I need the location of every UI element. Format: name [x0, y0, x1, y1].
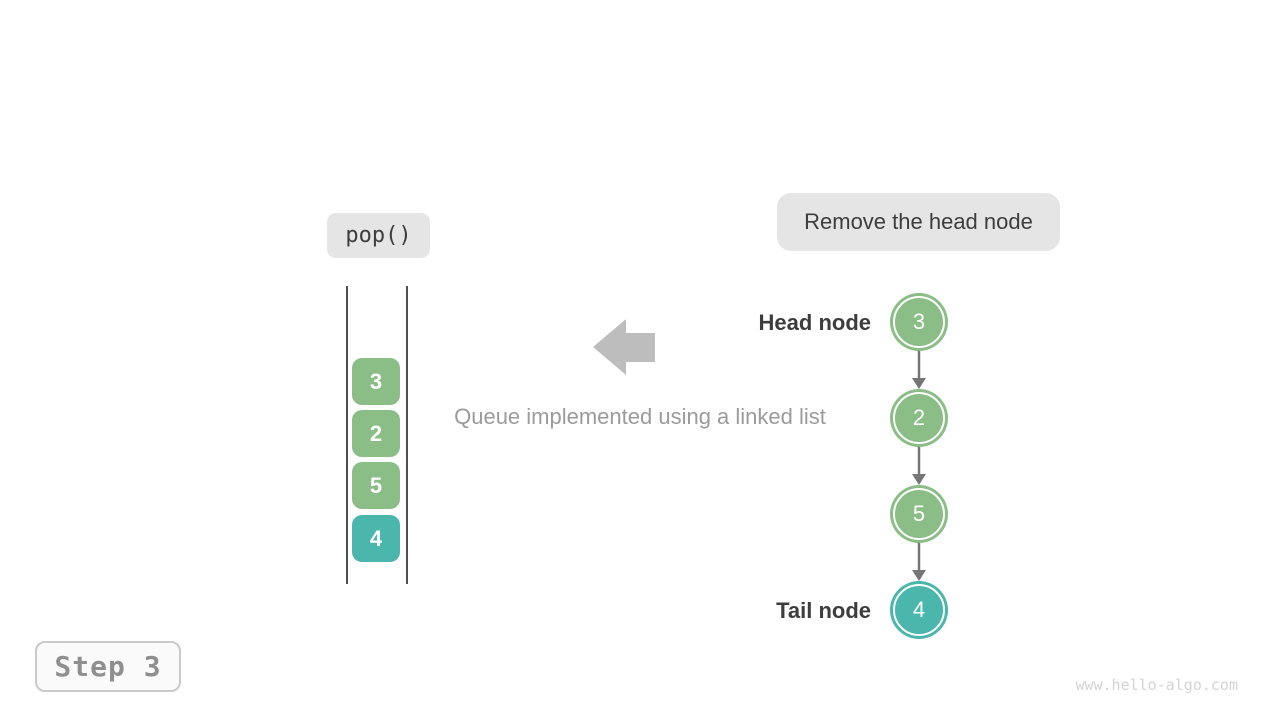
linked-list-arrowhead-icon — [912, 474, 926, 485]
pop-operation-label: pop() — [327, 213, 430, 258]
linked-list-node: 5 — [893, 488, 945, 540]
tail-node-label: Tail node — [776, 598, 871, 623]
linked-list-arrowhead-icon — [912, 378, 926, 389]
pop-direction-arrow-icon — [593, 319, 655, 375]
queue-container-right-wall — [406, 286, 408, 584]
queue-item: 2 — [352, 410, 400, 457]
linked-list-node-head: 3 — [893, 296, 945, 348]
queue-item: 3 — [352, 358, 400, 405]
queue-item: 4 — [352, 515, 400, 562]
queue-item: 5 — [352, 462, 400, 509]
remove-head-annotation: Remove the head node — [777, 193, 1060, 251]
caption-text: Queue implemented using a linked list — [454, 404, 826, 429]
head-node-label: Head node — [758, 310, 871, 335]
queue-container-left-wall — [346, 286, 348, 584]
linked-list-node-tail: 4 — [893, 584, 945, 636]
linked-list-arrowhead-icon — [912, 570, 926, 581]
linked-list-node: 2 — [893, 392, 945, 444]
watermark-url: www.hello-algo.com — [1075, 676, 1238, 694]
step-badge: Step 3 — [35, 641, 181, 692]
